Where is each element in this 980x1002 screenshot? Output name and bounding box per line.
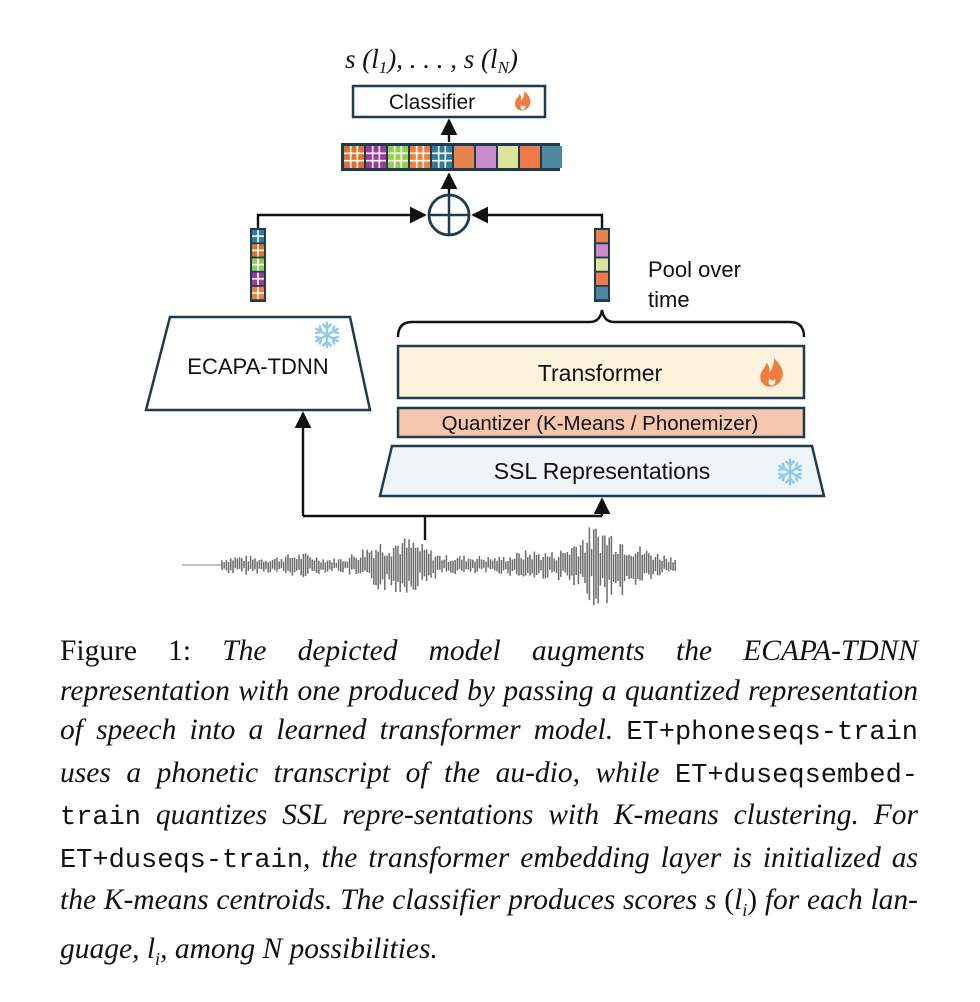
grid-cell <box>252 230 264 243</box>
embedding-cell <box>596 230 608 243</box>
embedding-cell <box>596 286 608 300</box>
ssl-label: SSL Representations <box>494 458 711 484</box>
output-scores-label: s (l1), . . . , s (lN) <box>345 44 518 77</box>
quantizer-label: Quantizer (K-Means / Phonemizer) <box>442 412 759 435</box>
grid-cell <box>252 258 264 271</box>
code-duseqs: ET+duseqs-train <box>60 845 304 876</box>
model-diagram: s (l1), . . . , s (lN) Classifier Pool o… <box>144 44 826 606</box>
pool-over-time-label: Pool over time <box>648 257 741 312</box>
classifier-label: Classifier <box>389 91 475 114</box>
embedding-cell <box>476 146 496 168</box>
pooling-brace <box>396 309 806 338</box>
code-duseqsembed: ET+duseqsembed-train <box>60 760 918 834</box>
arrow-ecapa-to-concat <box>256 206 427 228</box>
ecapa-tdnn-block: ECAPA-TDNN <box>144 315 372 412</box>
transformer-block: Transformer <box>396 344 806 400</box>
ecapa-label: ECAPA-TDNN <box>187 354 328 379</box>
quantizer-block: Quantizer (K-Means / Phonemizer) <box>396 406 806 439</box>
grid-cell <box>432 146 452 168</box>
grid-cell <box>252 286 264 300</box>
input-split-line <box>303 514 602 540</box>
svg-text:time: time <box>648 287 690 312</box>
ecapa-embedding <box>250 228 266 302</box>
grid-cell <box>388 146 408 168</box>
figure-caption: Figure 1: The depicted model augments th… <box>60 635 919 970</box>
score-math: s (li) <box>705 884 758 920</box>
ssl-representations-block: SSL Representations <box>378 444 826 498</box>
concat-operator <box>427 193 471 237</box>
pooled-embedding <box>594 228 610 302</box>
grid-cell <box>410 146 430 168</box>
embedding-cell <box>596 258 608 271</box>
transformer-label: Transformer <box>538 360 663 386</box>
embedding-cell <box>498 146 518 168</box>
svg-text:Pool over: Pool over <box>648 257 741 282</box>
speech-waveform <box>182 527 676 606</box>
grid-cell <box>344 146 364 168</box>
concatenated-embedding <box>341 143 562 171</box>
figure-label: Figure 1: <box>60 635 192 667</box>
grid-cell <box>252 244 264 257</box>
arrow-pooled-to-concat <box>471 206 604 228</box>
grid-cell <box>252 272 264 285</box>
embedding-cell <box>454 146 474 168</box>
embedding-cell <box>520 146 540 168</box>
svg-text:s (l1), . . . , s (lN): s (l1), . . . , s (lN) <box>345 44 518 77</box>
embedding-cell <box>596 244 608 257</box>
classifier-block: Classifier <box>351 84 547 119</box>
embedding-cell <box>596 272 608 285</box>
grid-cell <box>366 146 386 168</box>
code-phoneseqs: ET+phoneseqs-train <box>626 718 918 748</box>
embedding-cell <box>542 146 562 168</box>
lang-var: li <box>146 933 161 970</box>
